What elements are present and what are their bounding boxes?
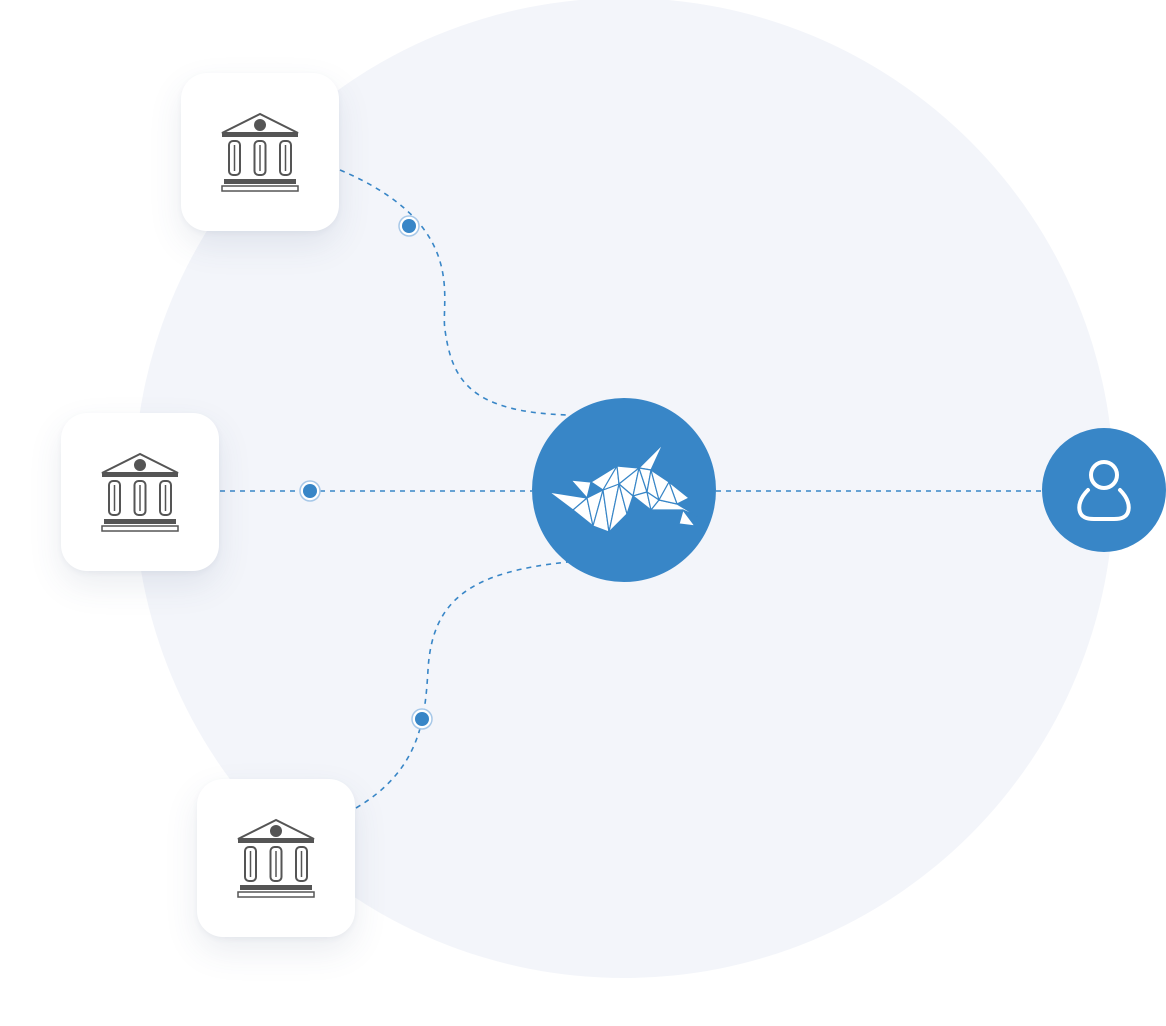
bank-icon (221, 112, 299, 192)
connector-bottom-bank (355, 561, 569, 809)
hub-node[interactable] (532, 398, 716, 582)
bank-card-middle[interactable] (61, 413, 219, 571)
connector-dot-top (398, 215, 420, 237)
unicorn-logo-icon (548, 443, 698, 533)
bank-icon (237, 818, 315, 898)
connector-dot-bottom (411, 708, 433, 730)
bank-card-bottom[interactable] (197, 779, 355, 937)
user-icon (1077, 460, 1131, 521)
bank-icon (101, 452, 179, 532)
user-node[interactable] (1042, 428, 1166, 552)
bank-card-top[interactable] (181, 73, 339, 231)
connector-dot-middle (299, 480, 321, 502)
